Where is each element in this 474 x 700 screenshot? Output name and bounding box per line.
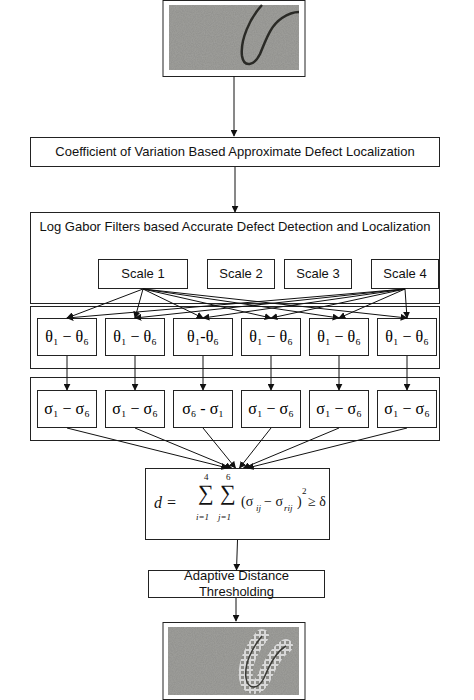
flow-arrow <box>143 289 407 318</box>
node-label: θ₁ − θ₆ <box>113 328 157 346</box>
node-label: σ₁ − σ₆ <box>316 400 361 418</box>
node-label: Scale 2 <box>219 266 262 282</box>
process-box: Adaptive Distance Thresholding <box>148 570 325 598</box>
scale-box: Scale 2 <box>207 259 275 289</box>
flow-arrow <box>143 289 203 318</box>
orientation-box: θ₁ − θ₆ <box>377 318 437 356</box>
flow-arrow <box>240 428 272 468</box>
node-label: θ₁ − θ₆ <box>45 328 89 346</box>
formula-part: 4 <box>204 473 209 482</box>
flow-arrow <box>271 289 405 318</box>
flow-arrow <box>405 289 407 318</box>
formula-part: ) <box>297 495 302 509</box>
yarn-defect <box>246 636 286 687</box>
node-label: σ₁ − σ₆ <box>248 400 293 418</box>
flow-arrow <box>135 428 232 468</box>
feature-box: σ₁ − σ₆ <box>377 390 437 428</box>
orientation-box: θ₁ − θ₆ <box>309 318 369 356</box>
formula-part: ≥ δ <box>308 495 326 509</box>
flow-arrow <box>271 356 272 390</box>
feature-box: σ₆ - σ₁ <box>173 390 233 428</box>
formula-box: d =4∑i=16∑j=1(σij− σrij)2≥ δ <box>145 468 330 540</box>
formula-part: ∑ <box>198 482 214 504</box>
node-label: σ₁ − σ₆ <box>384 400 429 418</box>
flow-arrow <box>244 428 340 468</box>
flow-arrow <box>203 289 405 318</box>
process-box: Coefficient of Variation Based Approxima… <box>30 137 440 167</box>
formula-part: 2 <box>302 487 307 496</box>
node-label: Scale 1 <box>121 266 164 282</box>
photo-frame <box>163 623 305 700</box>
orientation-box: θ₁ − θ₆ <box>37 318 97 356</box>
scale-box: Scale 4 <box>371 259 439 289</box>
feature-box: σ₁ − σ₆ <box>105 390 165 428</box>
node-label: Coefficient of Variation Based Approxima… <box>55 144 414 160</box>
orientation-box: θ₁ − θ₆ <box>105 318 165 356</box>
flow-arrow <box>203 356 204 390</box>
defect-highlight <box>246 636 286 687</box>
orientation-box: θ₁ − θ₆ <box>241 318 301 356</box>
scale-box: Scale 1 <box>98 259 188 289</box>
flow-arrow <box>339 356 340 390</box>
node-label: Scale 4 <box>383 266 426 282</box>
flow-arrow <box>236 598 237 621</box>
flow-arrow <box>143 289 271 318</box>
flow-arrow <box>67 356 68 390</box>
node-label: σ₁ − σ₆ <box>44 400 89 418</box>
flow-arrow <box>237 540 238 570</box>
fabric-photo <box>168 627 299 695</box>
group-title: Log Gabor Filters based Accurate Defect … <box>40 219 431 235</box>
formula-part: i=1 <box>196 513 209 522</box>
node-label: Adaptive Distance Thresholding <box>149 568 324 599</box>
node-label: σ₆ - σ₁ <box>182 400 224 418</box>
formula-part: (σ <box>241 495 253 509</box>
formula-part: rij <box>284 504 293 513</box>
node-label: θ₁ − θ₆ <box>385 328 429 346</box>
flow-arrow <box>248 428 408 468</box>
flow-arrow <box>135 289 143 318</box>
flow-arrow <box>135 289 405 318</box>
flow-arrow <box>67 289 405 318</box>
formula-part: j=1 <box>218 513 231 522</box>
formula-part: ∑ <box>220 482 236 504</box>
orientation-box: θ₁-θ₆ <box>173 318 233 356</box>
flow-arrow <box>234 76 235 136</box>
feature-box: σ₁ − σ₆ <box>37 390 97 428</box>
node-label: σ₁ − σ₆ <box>112 400 157 418</box>
yarn-defect <box>242 5 299 64</box>
formula-part: d = <box>154 495 177 511</box>
node-label: θ₁ − θ₆ <box>317 328 361 346</box>
formula-part: ij <box>256 504 261 513</box>
node-label: θ₁-θ₆ <box>187 328 219 346</box>
feature-band <box>31 378 440 441</box>
formula-part: − σ <box>264 495 283 509</box>
flow-arrow <box>143 289 339 318</box>
node-label: Scale 3 <box>296 266 339 282</box>
flow-arrow <box>407 356 408 390</box>
flow-arrow <box>135 356 136 390</box>
node-label: θ₁ − θ₆ <box>249 328 293 346</box>
flow-arrow <box>235 167 236 212</box>
photo-frame <box>163 1 305 77</box>
flow-arrow <box>339 289 405 318</box>
group-box: Log Gabor Filters based Accurate Defect … <box>30 212 440 304</box>
formula-part: 6 <box>226 473 231 482</box>
flow-arrow <box>203 428 236 468</box>
flow-arrow <box>67 428 228 468</box>
feature-box: σ₁ − σ₆ <box>309 390 369 428</box>
flow-arrow <box>67 289 143 318</box>
fabric-photo <box>169 5 299 70</box>
orientation-band <box>31 307 440 369</box>
scale-box: Scale 3 <box>284 259 352 289</box>
feature-box: σ₁ − σ₆ <box>241 390 301 428</box>
